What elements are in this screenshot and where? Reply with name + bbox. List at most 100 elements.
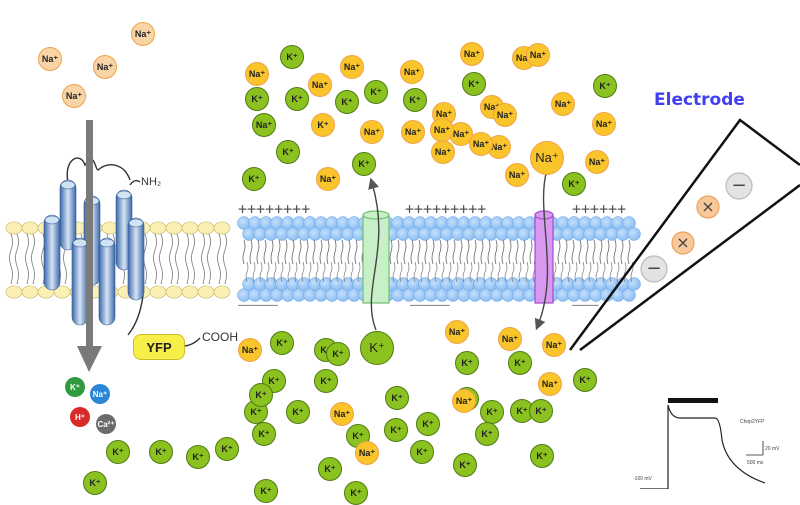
- k-ion: K⁺: [262, 369, 286, 393]
- lipid-tail: [438, 239, 442, 265]
- lipid-tail: [469, 261, 473, 283]
- baseline-label: -100 mV: [633, 476, 652, 482]
- k-ion: K⁺: [416, 412, 440, 436]
- diagram-stage: −××− NH₂ YFP COOH Electrode ++++++++ +++…: [5, 22, 800, 505]
- k-ion: K⁺: [249, 383, 273, 407]
- lipid-tail: [399, 261, 403, 283]
- time-scale-label: 500 ms: [747, 460, 764, 466]
- voltage-scale-label: 20 mV: [765, 446, 780, 452]
- lipid-tail: [529, 239, 533, 265]
- k-ion: K⁺: [280, 45, 304, 69]
- lipid-tail: [319, 239, 323, 265]
- light-stimulus-bar: [668, 398, 718, 403]
- lipid-head: [181, 285, 199, 299]
- lipid-tail: [343, 261, 347, 283]
- lipid-tail: [609, 261, 613, 283]
- lipid-tail: [473, 239, 477, 265]
- lipid-tail: [574, 261, 578, 283]
- lipid-tail: [277, 239, 281, 265]
- na-ion: Na⁺: [430, 118, 454, 142]
- k-ion: K⁺: [215, 437, 239, 461]
- lipid-tail: [336, 261, 340, 283]
- k-ion: K⁺: [480, 400, 504, 424]
- lipid-tail: [518, 261, 522, 283]
- k-ion: K⁺: [286, 400, 310, 424]
- lipid-head: [149, 285, 167, 299]
- lipid-tail: [557, 239, 561, 265]
- k-ion: K⁺: [83, 471, 107, 495]
- na-ion: Na⁺: [542, 333, 566, 357]
- k-ion: K⁺: [270, 331, 294, 355]
- transmembrane-helix: [71, 237, 89, 326]
- lipid-tail: [273, 261, 277, 283]
- legend-ion: K⁺: [65, 377, 85, 397]
- trace-label: Chop2YFP: [740, 419, 765, 425]
- electrode-pipette: −××−: [568, 118, 800, 351]
- na-ion: Na⁺: [355, 441, 379, 465]
- entering-na-ion: Na⁺: [530, 141, 564, 175]
- na-ion: Na⁺: [460, 42, 484, 66]
- na-ion: Na⁺: [469, 132, 493, 156]
- lipid-tail: [201, 233, 205, 285]
- lipid-tail: [448, 261, 452, 283]
- lipid-tail: [462, 261, 466, 283]
- lipid-tail: [567, 261, 571, 283]
- lipid-tail: [606, 239, 610, 265]
- lipid-tail: [298, 239, 302, 265]
- lipid-head: [5, 285, 23, 299]
- charge-symbol: ×: [676, 233, 689, 252]
- lipid-tail: [259, 261, 263, 283]
- k-ion: K⁺: [318, 457, 342, 481]
- lipid-head: [213, 221, 231, 235]
- lipid-tail: [185, 233, 189, 285]
- k-ion: K⁺: [149, 440, 173, 464]
- electrode-label: Electrode: [654, 90, 745, 110]
- na-ion: Na⁺: [445, 320, 469, 344]
- na-ion: Na⁺: [493, 103, 517, 127]
- lipid-tail: [585, 239, 589, 265]
- na-ion: Na⁺: [551, 92, 575, 116]
- lipid-head: [165, 285, 183, 299]
- outer-charge-row: ++++++: [572, 200, 627, 218]
- lipid-tail: [287, 261, 291, 283]
- k-ion: K⁺: [529, 399, 553, 423]
- na-ion: Na⁺: [592, 112, 616, 136]
- na-ion: Na⁺: [252, 113, 276, 137]
- k-ion: K⁺: [245, 87, 269, 111]
- lipid-tail: [329, 261, 333, 283]
- lipid-head: [197, 285, 215, 299]
- na-ion: Na⁺: [538, 372, 562, 396]
- na-ion: Na⁺: [340, 55, 364, 79]
- lipid-tail: [616, 261, 620, 283]
- k-ion: K⁺: [508, 351, 532, 375]
- lipid-tail: [308, 261, 312, 283]
- k-ion: K⁺: [475, 422, 499, 446]
- lipid-head: [213, 285, 231, 299]
- lipid-tail: [627, 239, 631, 265]
- legend-ion: Na⁺: [90, 384, 110, 404]
- lipid-tail: [266, 261, 270, 283]
- transmembrane-helix: [127, 217, 145, 301]
- lipid-tail: [294, 261, 298, 283]
- lipid-tail: [347, 239, 351, 265]
- negative-charge: [725, 172, 753, 200]
- lipid-tail: [476, 261, 480, 283]
- lipid-tail: [424, 239, 428, 265]
- lipid-tail: [581, 261, 585, 283]
- k-ion: K⁺: [186, 445, 210, 469]
- lipid-head: [197, 221, 215, 235]
- channelrhodopsin-protein: [43, 120, 201, 372]
- k-ion: K⁺: [562, 172, 586, 196]
- lipid-tail: [592, 239, 596, 265]
- transmembrane-helix: [59, 179, 77, 251]
- k-ion: K⁺: [242, 167, 266, 191]
- na-ion: Na⁺: [38, 47, 62, 71]
- helix-top: [72, 238, 88, 248]
- na-ion: Na⁺: [505, 163, 529, 187]
- protein-loop: [66, 157, 131, 191]
- lipid-tail: [427, 261, 431, 283]
- ion-flow-arrow-shaft: [86, 120, 93, 348]
- c-terminus-label: COOH: [202, 330, 238, 344]
- lipid-tail: [312, 239, 316, 265]
- k-ion: K⁺: [311, 113, 335, 137]
